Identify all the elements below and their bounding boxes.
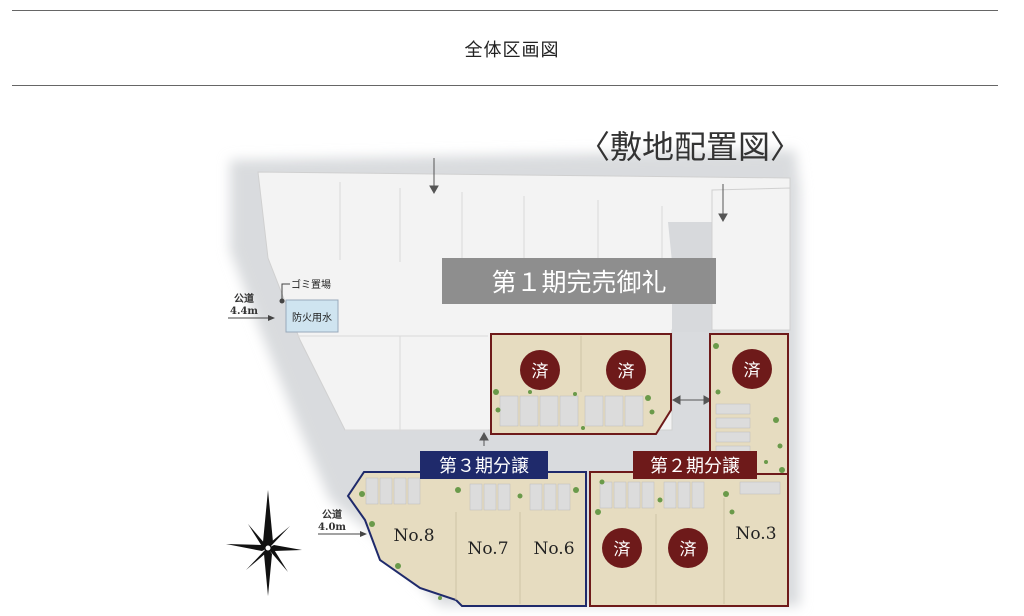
lot-label-no3: No.3 xyxy=(735,524,776,544)
garbage-label: ゴミ置場 xyxy=(291,278,331,291)
sold-mark: 済 xyxy=(614,540,631,560)
phase1-label: 第１期完売御礼 xyxy=(491,268,666,297)
sold-badge xyxy=(668,528,708,568)
sold-badge xyxy=(606,350,646,390)
header-bottom-rule xyxy=(12,85,998,86)
lot-label-no8: No.8 xyxy=(393,526,434,546)
road-bottom-width: 4.0m xyxy=(318,522,346,533)
road-bottom-label: 公道 xyxy=(322,508,342,521)
sold-badge xyxy=(520,350,560,390)
page-title: 全体区画図 xyxy=(464,40,560,61)
sold-mark: 済 xyxy=(744,361,761,381)
lot-label-no7: No.7 xyxy=(467,539,508,559)
sold-mark: 済 xyxy=(680,540,697,560)
sold-block-right: 済 xyxy=(709,333,789,475)
sold-mark: 済 xyxy=(532,362,549,382)
phase2-label-box: 第２期分譲 xyxy=(633,451,757,479)
fire-water-tank: 防火用水 xyxy=(285,299,339,333)
road-label-top: 公道 4.4m xyxy=(228,292,275,321)
top-rule xyxy=(12,10,998,11)
phase2-block: 済 済 No.3 xyxy=(589,467,789,607)
phase3-label-box: 第３期分譲 xyxy=(420,451,548,479)
fire-water-label: 防火用水 xyxy=(292,311,332,324)
map-title: 〈敷地配置図〉 xyxy=(578,128,802,166)
road-access-arrows xyxy=(429,158,728,446)
sold-badge xyxy=(602,528,642,568)
sold-block-middle: 済 済 xyxy=(490,333,672,435)
phase3-block: No.8 No.7 No.6 xyxy=(346,471,587,607)
phase1-banner: 第１期完売御礼 xyxy=(442,258,716,304)
garbage-area: ゴミ置場 xyxy=(279,278,331,304)
road-label-bottom: 公道 4.0m xyxy=(318,508,367,537)
sold-badge xyxy=(732,349,772,389)
phase3-label: 第３期分譲 xyxy=(439,456,529,477)
compass-icon xyxy=(226,490,302,596)
sold-mark: 済 xyxy=(618,362,635,382)
road-top-width: 4.4m xyxy=(230,306,258,317)
phase2-label: 第２期分譲 xyxy=(650,456,740,477)
road-top-label: 公道 xyxy=(234,292,254,305)
lot-label-no6: No.6 xyxy=(533,539,574,559)
